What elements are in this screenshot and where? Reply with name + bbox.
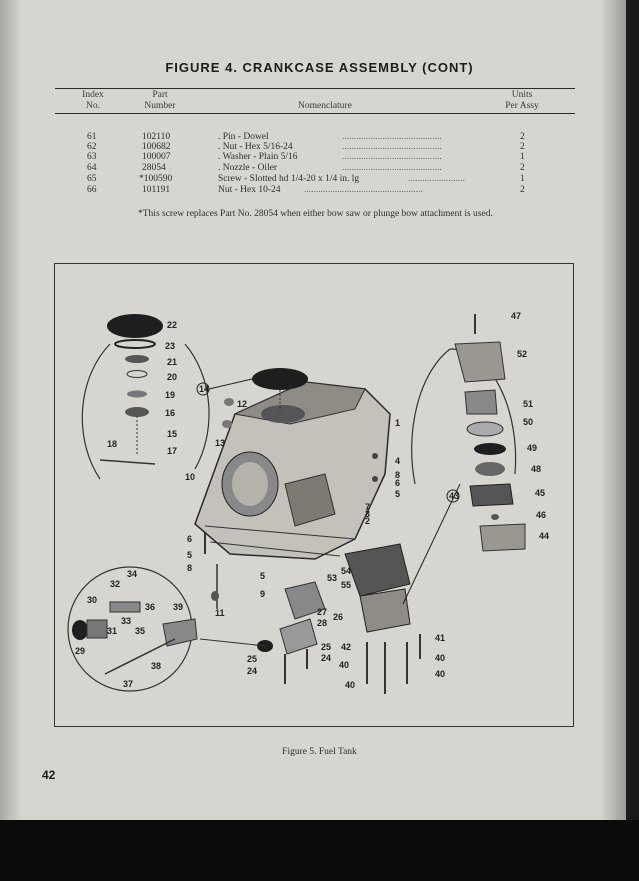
callout-37: 37 — [123, 679, 133, 689]
callout-52: 52 — [517, 349, 527, 359]
callout-25b: 25 — [321, 642, 331, 652]
callout-24b: 24 — [321, 653, 331, 663]
callout-17: 17 — [167, 446, 177, 456]
table-row: 62 100682 . Nut - Hex 5/16-24 ..........… — [87, 142, 525, 152]
callout-16: 16 — [165, 408, 175, 418]
callout-39: 39 — [173, 602, 183, 612]
callout-34: 34 — [127, 569, 137, 579]
footnote: *This screw replaces Part No. 28054 when… — [138, 209, 493, 219]
table-row: 65 *100590 Screw - Slotted hd 1/4-20 x 1… — [87, 174, 525, 184]
callout-8b: 8 — [187, 563, 192, 573]
callout-5c: 5 — [260, 571, 265, 581]
callout-42: 42 — [341, 642, 351, 652]
callout-12: 12 — [237, 399, 247, 409]
callout-22: 22 — [167, 320, 177, 330]
callout-41: 41 — [435, 633, 445, 643]
callout-44: 44 — [539, 531, 549, 541]
callout-28: 28 — [317, 618, 327, 628]
callout-14: 14 — [199, 384, 209, 394]
callout-6b: 6 — [187, 534, 192, 544]
header-nomenclature: Nomenclature — [298, 101, 352, 111]
callout-9: 9 — [260, 589, 265, 599]
callout-40b: 40 — [435, 669, 445, 679]
callout-15: 15 — [167, 429, 177, 439]
table-top-rule — [55, 88, 575, 89]
page-number: 42 — [42, 768, 56, 782]
callout-8: 8 — [395, 470, 400, 480]
callout-2: 2 — [365, 516, 370, 526]
scan-background — [0, 820, 639, 881]
callout-11: 11 — [215, 608, 225, 618]
callout-33: 33 — [121, 616, 131, 626]
callout-51: 51 — [523, 399, 533, 409]
callout-1: 1 — [395, 418, 400, 428]
callout-7: 7 — [365, 502, 370, 512]
callout-19: 19 — [165, 390, 175, 400]
callout-35: 35 — [135, 626, 145, 636]
callout-43: 43 — [449, 491, 459, 501]
callout-10: 10 — [185, 472, 195, 482]
callout-40a: 40 — [435, 653, 445, 663]
callout-24: 24 — [247, 666, 257, 676]
callout-54: 54 — [341, 566, 351, 576]
table-row: 64 28054 . Nozzle - Oiler ..............… — [87, 163, 525, 173]
callout-27: 27 — [317, 607, 327, 617]
callout-31: 31 — [107, 626, 117, 636]
callout-5b: 5 — [187, 550, 192, 560]
table-row: 61 102110 . Pin - Dowel ................… — [87, 132, 525, 142]
callout-6: 6 — [395, 478, 400, 488]
callout-48: 48 — [531, 464, 541, 474]
callout-40d: 40 — [345, 680, 355, 690]
callout-18: 18 — [107, 439, 117, 449]
fuel-tank-diagram-frame: 22 23 21 20 19 16 15 17 18 14 12 13 10 1… — [54, 263, 574, 727]
table-header-rule — [55, 113, 575, 114]
callout-47: 47 — [511, 311, 521, 321]
callout-38: 38 — [151, 661, 161, 671]
callout-25: 25 — [247, 654, 257, 664]
page-gutter-shadow — [0, 0, 22, 820]
table-row: 66 101191 Nut - Hex 10-24 ..............… — [87, 185, 525, 195]
callout-40c: 40 — [339, 660, 349, 670]
callout-20: 20 — [167, 372, 177, 382]
figure-caption: Figure 5. Fuel Tank — [282, 747, 357, 757]
fuel-tank-exploded-diagram: 22 23 21 20 19 16 15 17 18 14 12 13 10 1… — [67, 311, 549, 694]
callout-32: 32 — [110, 579, 120, 589]
table-row: 63 100007 . Washer - Plain 5/16 ........… — [87, 152, 525, 162]
callout-30: 30 — [87, 595, 97, 605]
callout-36: 36 — [145, 602, 155, 612]
callout-29: 29 — [75, 646, 85, 656]
callout-5: 5 — [395, 489, 400, 499]
callout-3: 3 — [365, 509, 370, 519]
callout-4: 4 — [395, 456, 400, 466]
callout-46: 46 — [536, 510, 546, 520]
callout-50: 50 — [523, 417, 533, 427]
callout-23: 23 — [165, 341, 175, 351]
figure-title: FIGURE 4. CRANKCASE ASSEMBLY (CONT) — [165, 60, 474, 75]
callout-49: 49 — [527, 443, 537, 453]
callout-55: 55 — [341, 580, 351, 590]
callout-13: 13 — [215, 438, 225, 448]
page-edge-shadow — [600, 0, 626, 820]
callout-45: 45 — [535, 488, 545, 498]
callout-26: 26 — [333, 612, 343, 622]
callout-21: 21 — [167, 357, 177, 367]
callout-53: 53 — [327, 573, 337, 583]
